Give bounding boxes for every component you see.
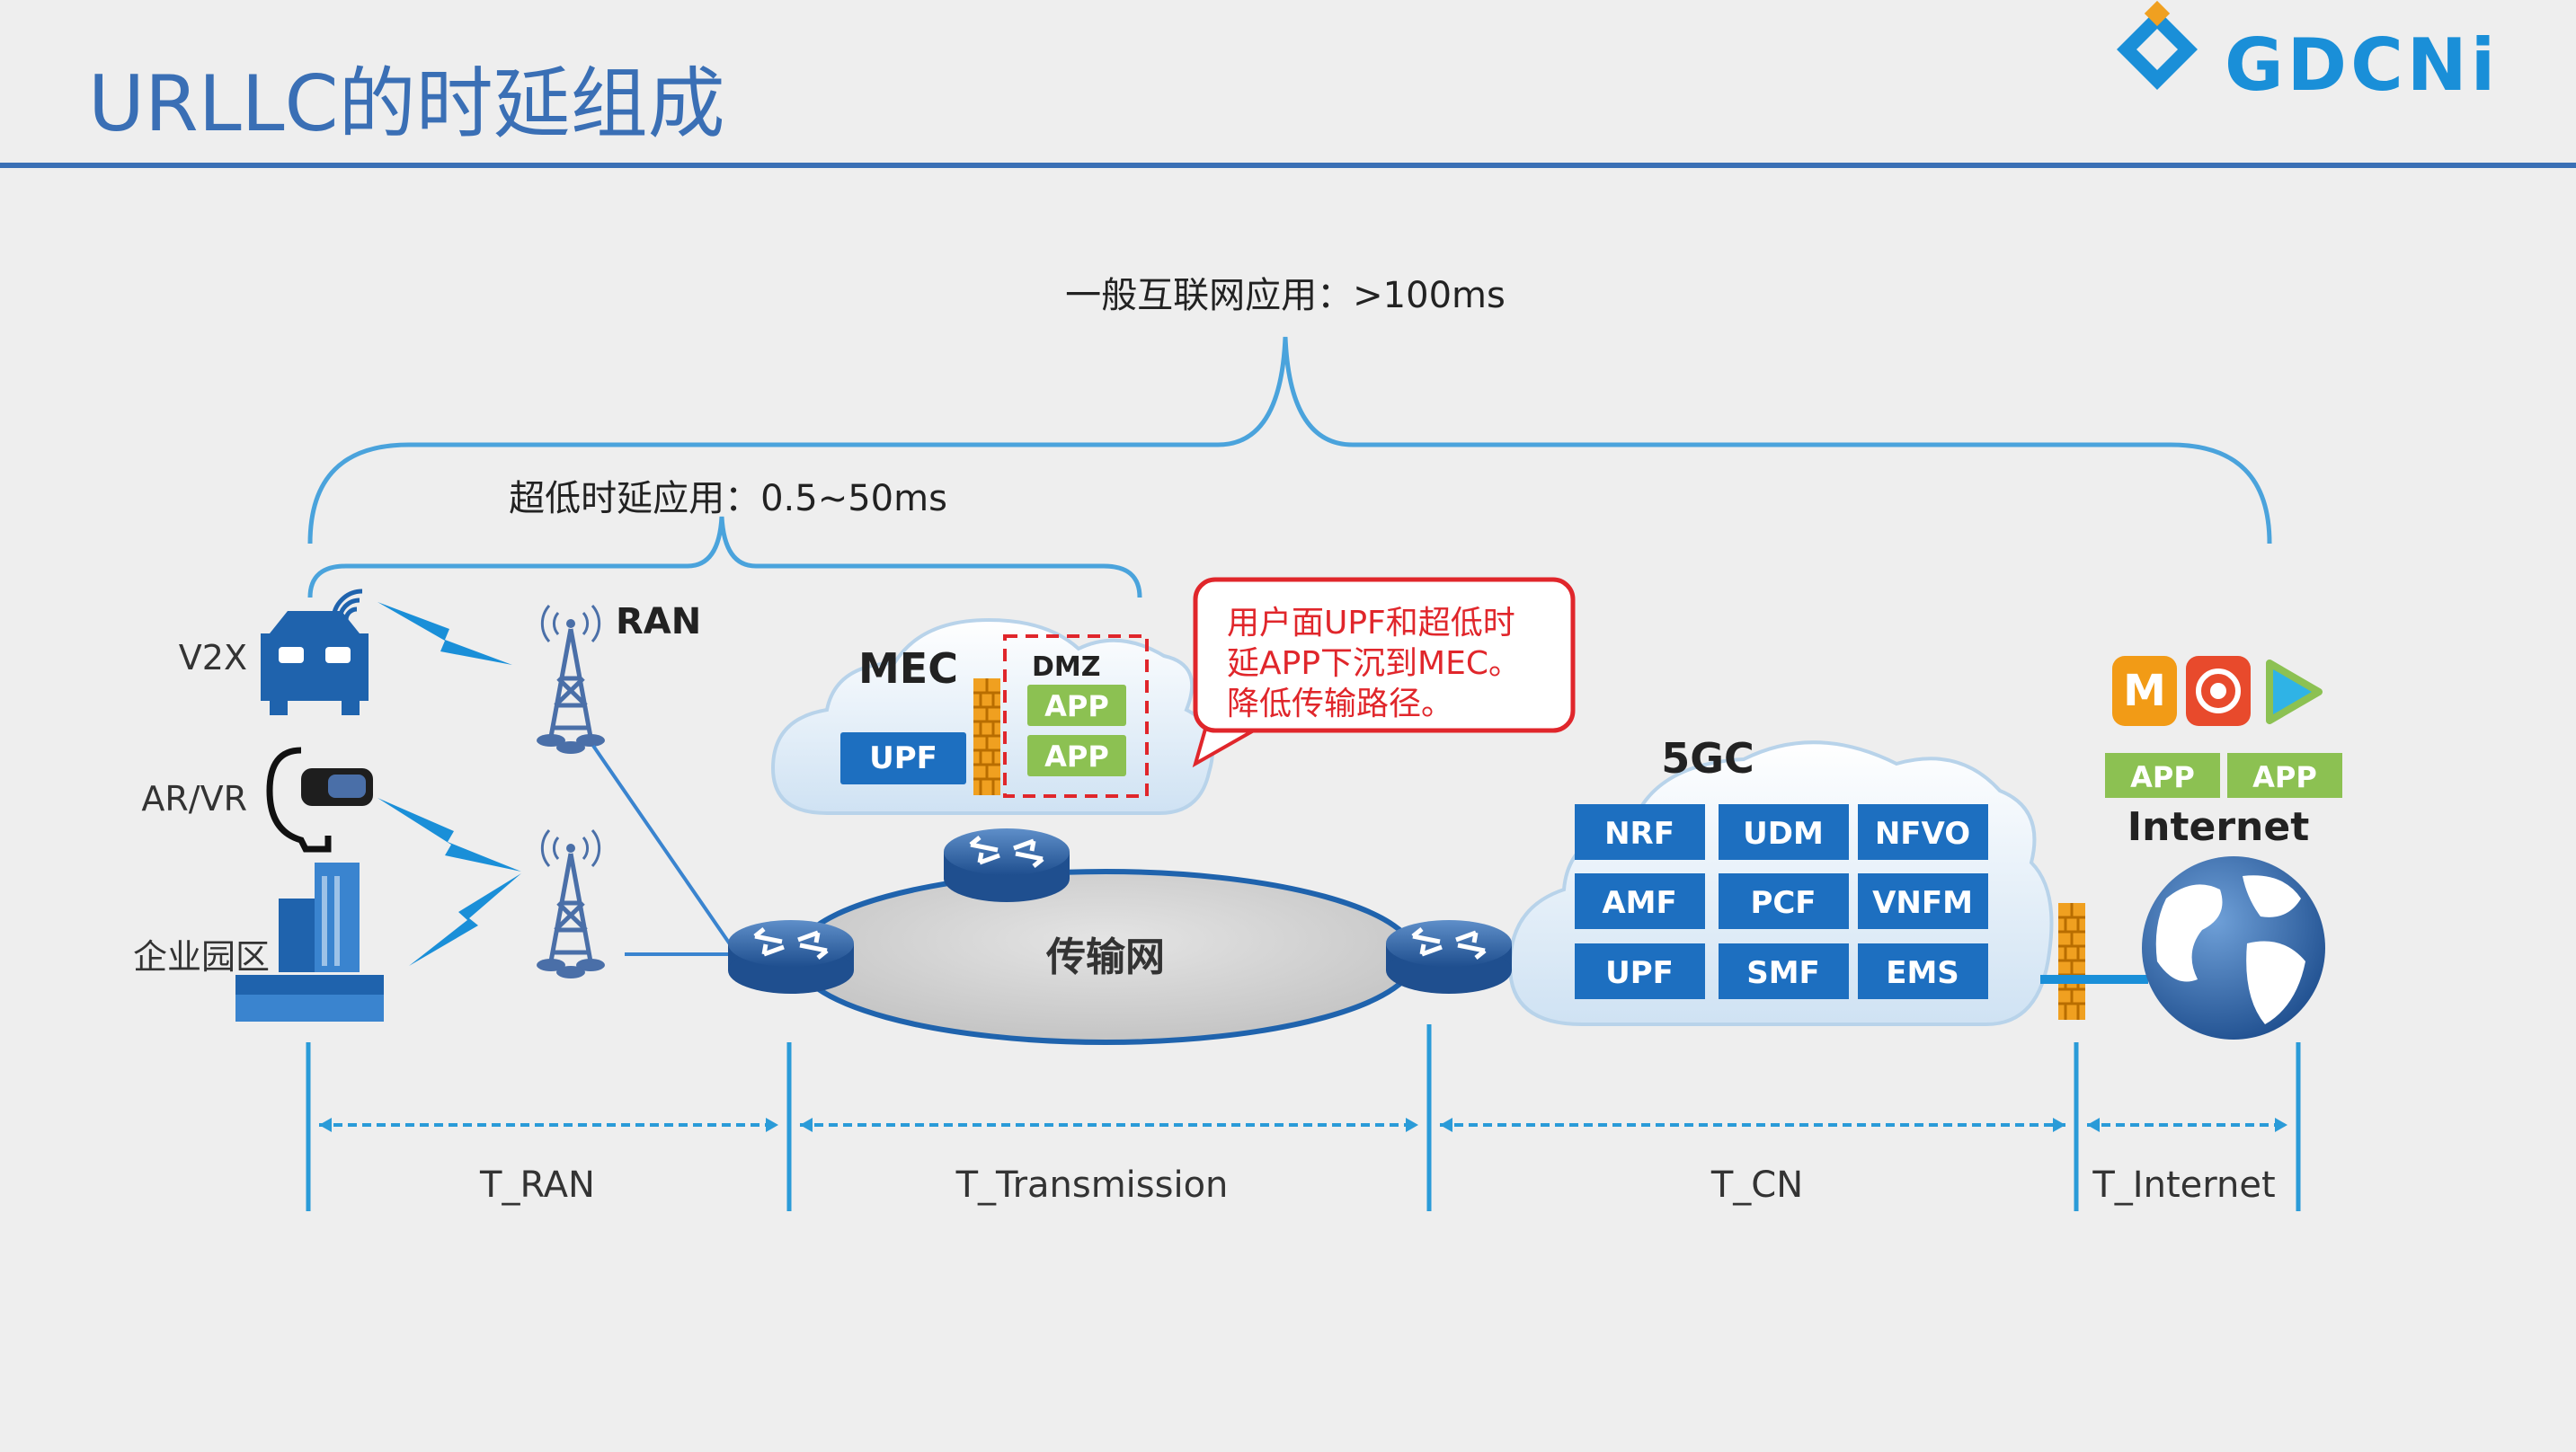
nf-box <box>1719 873 1849 929</box>
wireless-link-icon-top <box>378 602 512 665</box>
page-title: URLLC的时延组成 <box>88 59 725 149</box>
logo-text: GDCNi <box>2225 23 2499 107</box>
internet-app-label-1: APP <box>2130 760 2195 794</box>
nf-box <box>1575 943 1705 999</box>
wireless-link-icon-middle <box>378 798 521 872</box>
nf-box <box>1858 943 1988 999</box>
internet-app-icons: M <box>2112 656 2323 726</box>
base-station-icon-top <box>537 606 605 754</box>
core-functions-grid: NRF UDM NFVO AMF PCF VNFM UPF SMF EMS <box>1575 804 1988 999</box>
globe-icon <box>2142 856 2325 1040</box>
vr-headset-icon <box>266 747 373 853</box>
mec-firewall-icon <box>972 677 1002 797</box>
enterprise-building-icon <box>235 863 384 1022</box>
nf-label: UPF <box>1605 955 1674 991</box>
ran-label: RAN <box>616 601 701 642</box>
internet-app-box-1 <box>2105 753 2220 798</box>
nf-label: VNFM <box>1872 885 1973 921</box>
nf-label: NRF <box>1604 816 1674 852</box>
link-tower-top-router <box>591 744 734 950</box>
dmz-app-label-1: APP <box>1044 689 1109 723</box>
dmz-zone <box>1003 634 1149 798</box>
nf-label: AMF <box>1602 885 1676 921</box>
car-icon <box>261 589 369 715</box>
segment-label-internet: T_Internet <box>2092 1164 2275 1206</box>
general-internet-brace <box>307 336 2272 544</box>
fivegc-label: 5GC <box>1661 734 1754 783</box>
ultra-low-latency-brace <box>307 516 1142 598</box>
dmz-app-box-1 <box>1027 685 1126 726</box>
segment-markers: T_RAN T_Transmission T_CN T_Internet <box>306 1024 2301 1211</box>
segment-label-cn: T_CN <box>1710 1164 1803 1206</box>
nf-box <box>1858 804 1988 860</box>
nf-box <box>1575 804 1705 860</box>
callout-line-1: 用户面UPF和超低时 <box>1227 605 1515 642</box>
internet-app-label-2: APP <box>2252 760 2317 794</box>
device-label-arvr: AR/VR <box>141 779 247 819</box>
mec-upf-label: UPF <box>869 740 937 776</box>
mec-upf-box <box>840 732 966 784</box>
router-icon-mec <box>944 828 1070 902</box>
base-station-icon-bottom <box>537 830 605 978</box>
internet-app-box-2 <box>2227 753 2342 798</box>
dmz-app-label-2: APP <box>1044 739 1109 774</box>
segment-label-transmission: T_Transmission <box>955 1164 1229 1206</box>
internet-firewall-icon <box>2056 901 2087 1022</box>
internet-label: Internet <box>2127 804 2309 850</box>
svg-text:M: M <box>2123 666 2166 716</box>
nf-box <box>1858 873 1988 929</box>
wireless-link-icon-bottom <box>409 873 521 966</box>
callout-line-2: 延APP下沉到MEC。 <box>1227 645 1521 682</box>
callout-box <box>1193 577 1576 733</box>
segment-label-ran: T_RAN <box>479 1164 595 1206</box>
router-icon-left <box>728 920 854 994</box>
device-label-v2x: V2X <box>179 638 247 677</box>
router-icon-right <box>1386 920 1512 994</box>
transport-network-label: 传输网 <box>1045 934 1165 980</box>
general-internet-label: 一般互联网应用：>100ms <box>1065 275 1506 316</box>
mango-tv-app-icon <box>2112 656 2177 726</box>
mec-label: MEC <box>858 644 958 693</box>
dmz-app-box-2 <box>1027 735 1126 776</box>
nf-label: SMF <box>1746 955 1820 991</box>
play-app-icon <box>2266 660 2323 724</box>
nf-box <box>1719 943 1849 999</box>
nf-label: PCF <box>1750 885 1816 921</box>
nf-box <box>1575 873 1705 929</box>
callout-line-3: 降低传输路径。 <box>1227 686 1453 722</box>
gdcni-logo: GDCNi <box>2117 0 2499 107</box>
nf-label: UDM <box>1743 816 1824 852</box>
nf-label: NFVO <box>1875 816 1970 852</box>
ultra-low-latency-label: 超低时延应用：0.5~50ms <box>509 478 947 519</box>
dmz-label: DMZ <box>1032 651 1101 683</box>
device-label-enterprise: 企业园区 <box>133 937 270 977</box>
logo-mark-icon <box>2117 9 2198 90</box>
nf-box <box>1719 804 1849 860</box>
nf-label: EMS <box>1886 955 1959 991</box>
